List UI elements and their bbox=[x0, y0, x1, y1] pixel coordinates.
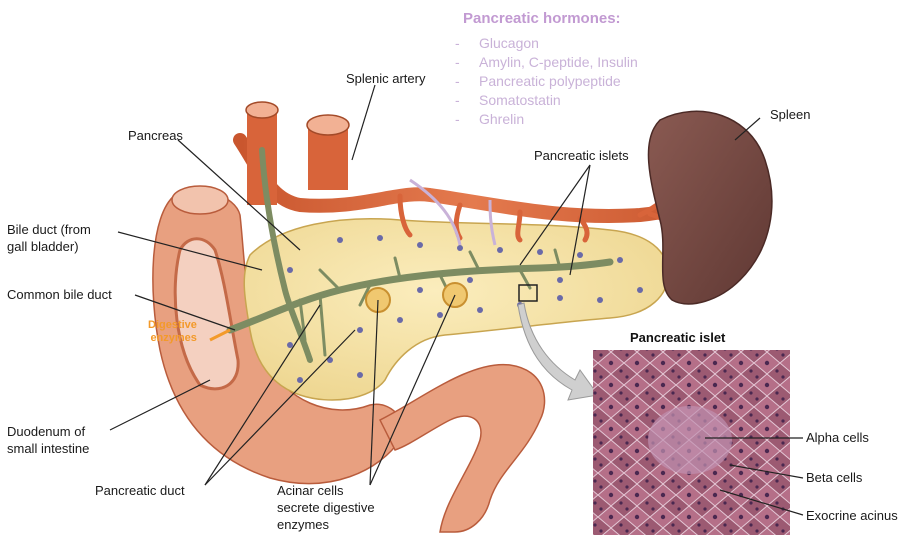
label-common-bile-duct: Common bile duct bbox=[7, 287, 112, 303]
label-digestive-enzymes: Digestive enzymes bbox=[148, 319, 197, 345]
label-splenic-artery: Splenic artery bbox=[346, 71, 425, 87]
hormone-item: -Glucagon bbox=[455, 34, 638, 53]
micrograph-title: Pancreatic islet bbox=[630, 330, 725, 345]
label-acinar-line2: secrete digestive bbox=[277, 500, 375, 516]
hormones-title: Pancreatic hormones: bbox=[463, 10, 621, 27]
label-acinar-line3: enzymes bbox=[277, 517, 329, 533]
islet-center bbox=[648, 406, 732, 474]
jejunum bbox=[380, 365, 545, 532]
spleen bbox=[648, 111, 771, 304]
label-bile-duct-line1: Bile duct (from bbox=[7, 222, 91, 238]
label-duodenum-line2: small intestine bbox=[7, 441, 89, 457]
label-acinar-line1: Acinar cells bbox=[277, 483, 343, 499]
duodenum-opening bbox=[172, 186, 228, 214]
hormone-item: -Somatostatin bbox=[455, 91, 638, 110]
label-exocrine-acinus: Exocrine acinus bbox=[806, 508, 898, 524]
label-alpha-cells: Alpha cells bbox=[806, 430, 869, 446]
artery-opening-right bbox=[307, 115, 349, 135]
hormones-list: -Glucagon -Amylin, C-peptide, Insulin -P… bbox=[455, 34, 638, 129]
label-duodenum-line1: Duodenum of bbox=[7, 424, 85, 440]
label-pancreas: Pancreas bbox=[128, 128, 183, 144]
hormone-item: -Ghrelin bbox=[455, 110, 638, 129]
label-spleen: Spleen bbox=[770, 107, 810, 123]
label-bile-duct-line2: gall bladder) bbox=[7, 239, 79, 255]
artery-opening-left bbox=[246, 102, 278, 118]
label-pancreatic-islets: Pancreatic islets bbox=[534, 148, 629, 164]
label-beta-cells: Beta cells bbox=[806, 470, 862, 486]
hormone-item: -Pancreatic polypeptide bbox=[455, 72, 638, 91]
label-pancreatic-duct: Pancreatic duct bbox=[95, 483, 185, 499]
hormone-item: -Amylin, C-peptide, Insulin bbox=[455, 53, 638, 72]
